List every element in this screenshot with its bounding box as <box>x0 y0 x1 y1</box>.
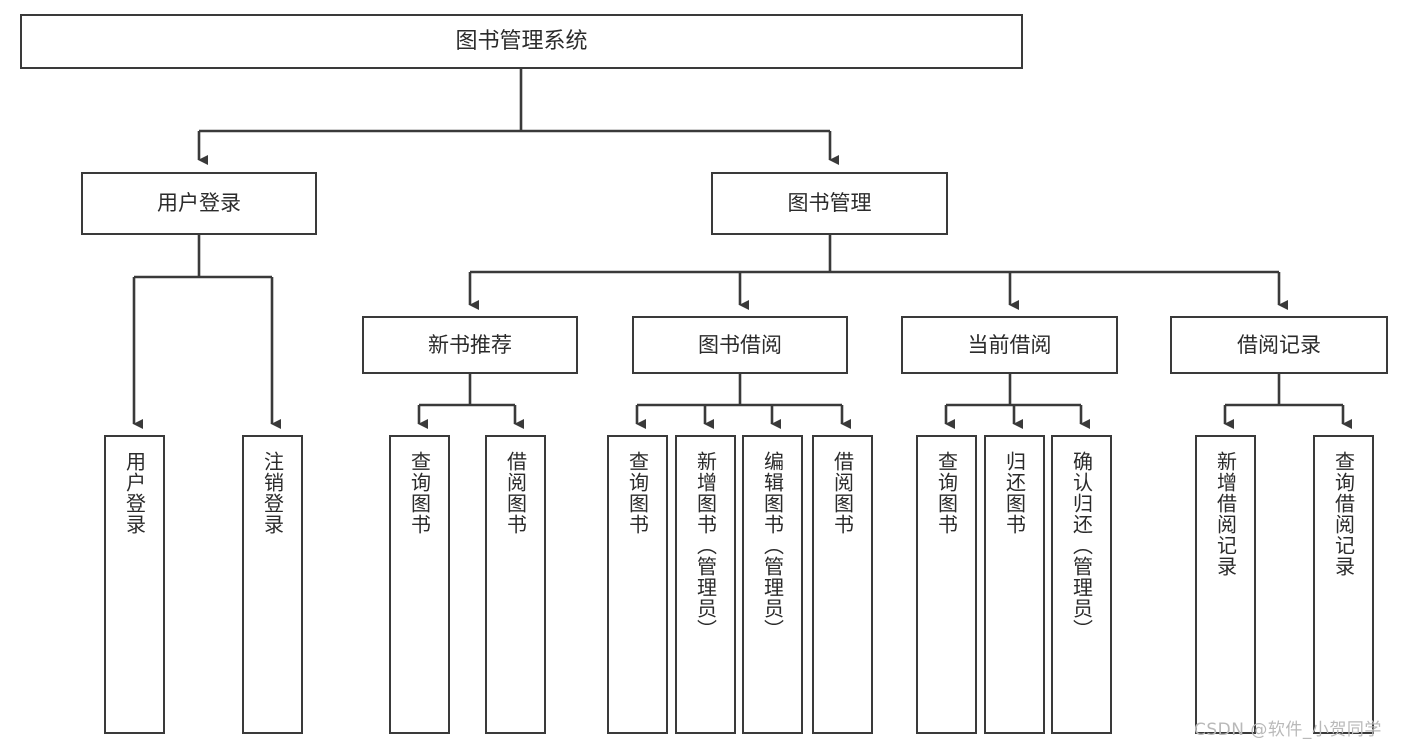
node-leaf-logout-login[interactable]: 注销登录 <box>242 435 303 734</box>
node-root[interactable]: 图书管理系统 <box>20 14 1023 69</box>
node-leaf-query-borrow-record[interactable]: 查询借阅记录 <box>1313 435 1374 734</box>
node-leaf-add-book-admin[interactable]: 新增图书（管理员） <box>675 435 736 734</box>
node-leaf-add-book-admin-label: 新增图书（管理员） <box>693 451 718 640</box>
node-leaf-add-borrow-record[interactable]: 新增借阅记录 <box>1195 435 1256 734</box>
csdn-watermark: CSDN @软件_小贺同学 <box>1194 720 1382 740</box>
node-borrow-record[interactable]: 借阅记录 <box>1170 316 1388 374</box>
node-leaf-query-book-1-label: 查询图书 <box>407 451 432 535</box>
node-leaf-confirm-return-admin-label: 确认归还（管理员） <box>1069 451 1094 640</box>
node-root-label: 图书管理系统 <box>455 28 588 54</box>
node-leaf-query-book-3-label: 查询图书 <box>934 451 959 535</box>
node-leaf-return-book-label: 归还图书 <box>1002 451 1027 535</box>
node-leaf-query-book-3[interactable]: 查询图书 <box>916 435 977 734</box>
node-book-management-label: 图书管理 <box>787 191 872 216</box>
node-leaf-query-borrow-record-label: 查询借阅记录 <box>1331 451 1356 577</box>
node-book-borrow-label: 图书借阅 <box>698 332 782 357</box>
node-leaf-edit-book-admin-label: 编辑图书（管理员） <box>760 451 785 640</box>
node-leaf-user-login[interactable]: 用户登录 <box>104 435 165 734</box>
node-leaf-edit-book-admin[interactable]: 编辑图书（管理员） <box>742 435 803 734</box>
node-leaf-return-book[interactable]: 归还图书 <box>984 435 1045 734</box>
node-book-borrow[interactable]: 图书借阅 <box>632 316 848 374</box>
node-leaf-query-book-2[interactable]: 查询图书 <box>607 435 668 734</box>
node-leaf-borrow-book-1-label: 借阅图书 <box>503 451 528 535</box>
node-leaf-borrow-book-1[interactable]: 借阅图书 <box>485 435 546 734</box>
node-leaf-add-borrow-record-label: 新增借阅记录 <box>1213 451 1238 577</box>
node-new-book-recommend[interactable]: 新书推荐 <box>362 316 578 374</box>
node-borrow-record-label: 借阅记录 <box>1237 332 1321 357</box>
node-leaf-logout-login-label: 注销登录 <box>260 451 285 535</box>
node-leaf-borrow-book-2-label: 借阅图书 <box>830 451 855 535</box>
node-leaf-borrow-book-2[interactable]: 借阅图书 <box>812 435 873 734</box>
node-leaf-user-login-label: 用户登录 <box>122 451 147 535</box>
node-user-login[interactable]: 用户登录 <box>81 172 317 235</box>
node-leaf-confirm-return-admin[interactable]: 确认归还（管理员） <box>1051 435 1112 734</box>
node-new-book-recommend-label: 新书推荐 <box>428 332 512 357</box>
node-current-borrow-label: 当前借阅 <box>967 332 1052 357</box>
node-current-borrow[interactable]: 当前借阅 <box>901 316 1118 374</box>
node-user-login-label: 用户登录 <box>157 191 241 216</box>
node-leaf-query-book-2-label: 查询图书 <box>625 451 650 535</box>
node-book-management[interactable]: 图书管理 <box>711 172 948 235</box>
node-leaf-query-book-1[interactable]: 查询图书 <box>389 435 450 734</box>
